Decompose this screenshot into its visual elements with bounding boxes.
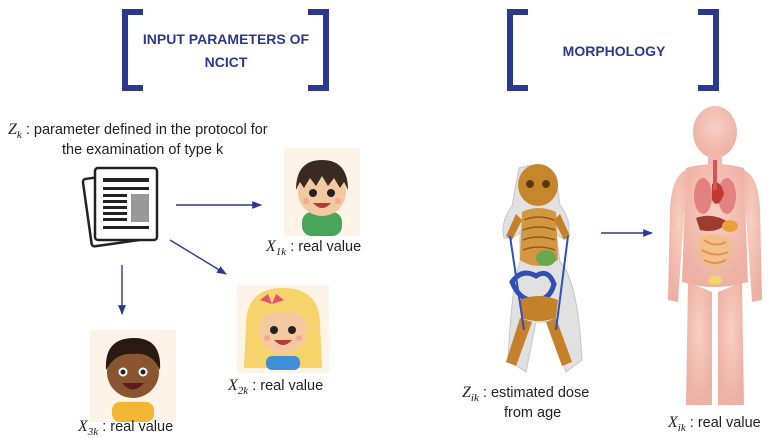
anatomy-body-image [668, 106, 762, 405]
morphology-title: MORPHOLOGY [520, 40, 708, 63]
child1-avatar-image [284, 148, 360, 236]
phantom-text-line2: from age [504, 405, 561, 421]
child3-label: X3k : real value [78, 418, 173, 438]
phantom-label: Zik : estimated dose [462, 384, 589, 404]
body-label: Xik : real value [668, 414, 761, 434]
phantom-var: Zik [462, 384, 479, 401]
phantom-text-line1: : estimated dose [479, 385, 589, 401]
arrow-to-child2 [170, 240, 226, 274]
body-var: Xik [668, 414, 686, 431]
child3-text: : real value [98, 419, 173, 435]
child2-text: : real value [248, 378, 323, 394]
input-parameters-title-line2: NCICT [135, 51, 317, 74]
child2-label: X2k : real value [228, 377, 323, 397]
child3-var: X3k [78, 418, 98, 435]
child1-text: : real value [286, 239, 361, 255]
input-parameters-title-line1: INPUT PARAMETERS OF [135, 28, 317, 51]
protocol-text-line1: : parameter defined in the protocol for [22, 122, 268, 138]
input-parameters-title: INPUT PARAMETERS OF NCICT [135, 28, 317, 74]
child2-avatar-image [237, 285, 329, 373]
child1-var: X1k [266, 238, 286, 255]
protocol-label: Zk : parameter defined in the protocol f… [8, 121, 268, 141]
body-text: : real value [686, 415, 761, 431]
child3-avatar-image [90, 330, 176, 422]
document-icon [83, 168, 157, 247]
protocol-text-line2: the examination of type k [62, 142, 223, 158]
ct-phantom-image [503, 164, 582, 372]
protocol-var: Zk [8, 121, 22, 138]
child1-label: X1k : real value [266, 238, 361, 258]
child2-var: X2k [228, 377, 248, 394]
